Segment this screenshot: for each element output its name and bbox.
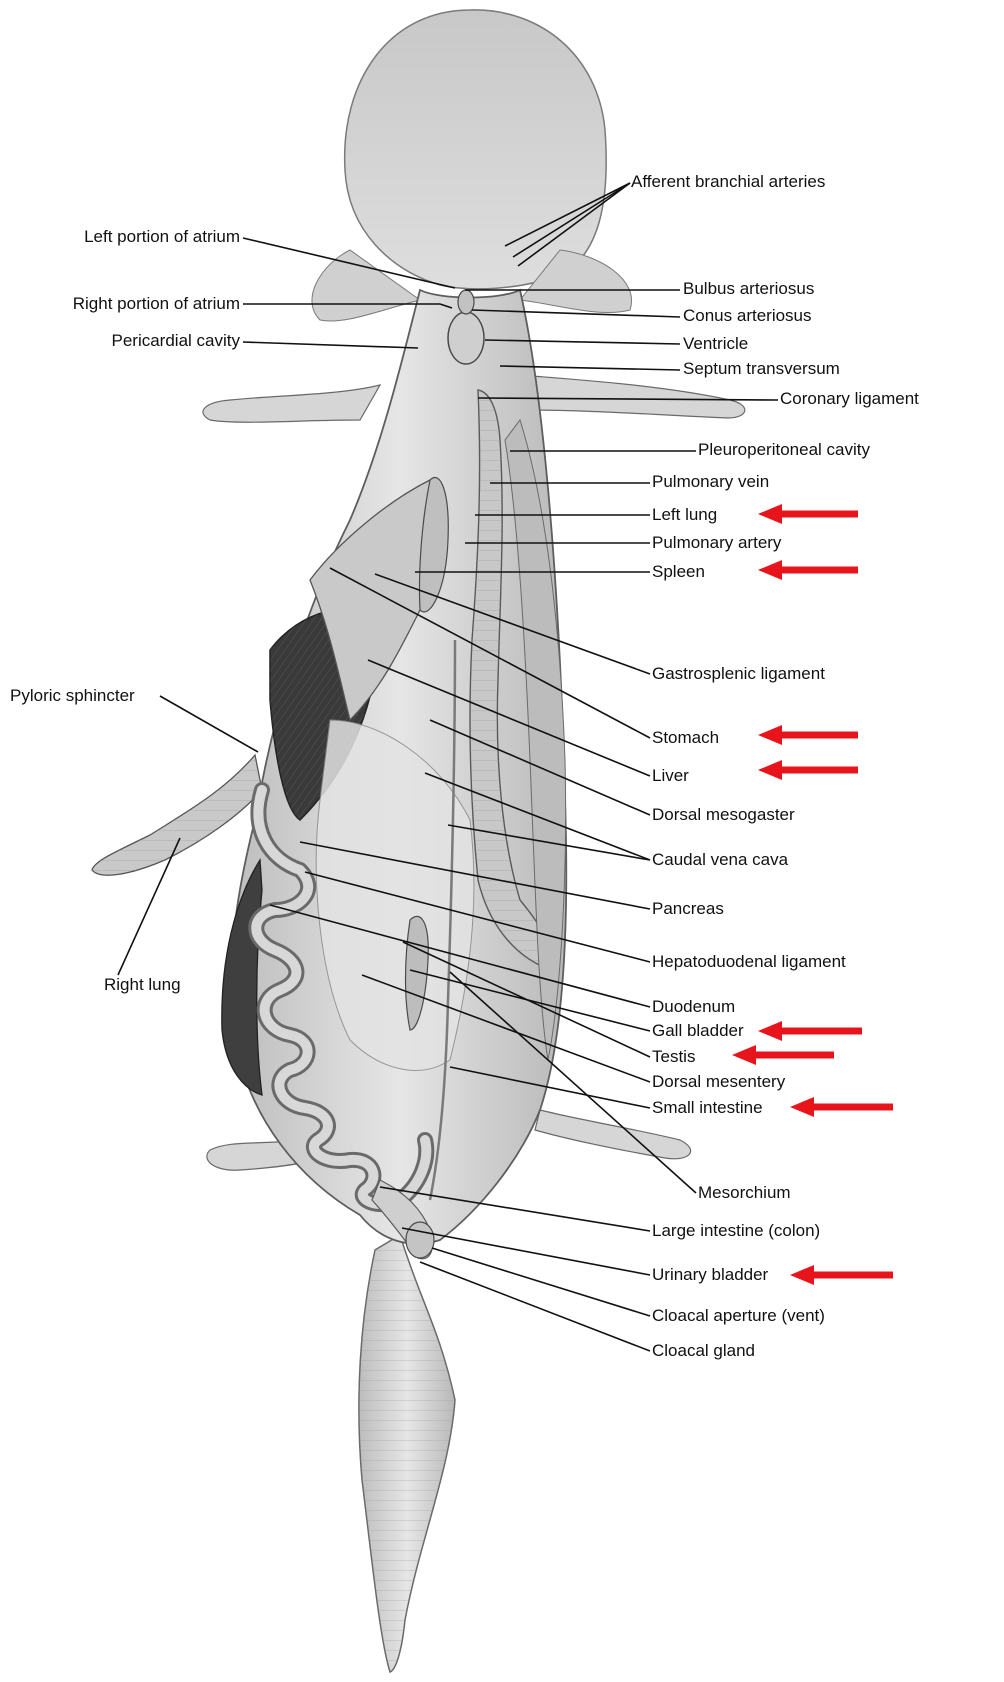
leader-cloacal-aperture xyxy=(432,1248,650,1316)
bulbus-shape xyxy=(458,290,474,314)
head xyxy=(345,10,607,289)
label-pulmonary-artery: Pulmonary artery xyxy=(652,533,781,553)
label-afferent-branchial-arteries: Afferent branchial arteries xyxy=(631,172,825,192)
arrow-head-spleen xyxy=(758,560,782,580)
arrow-head-left-lung xyxy=(758,504,782,524)
label-pyloric-sphincter: Pyloric sphincter xyxy=(10,686,135,706)
label-cloacal-gland: Cloacal gland xyxy=(652,1341,755,1361)
right-fore-limb xyxy=(520,375,745,418)
label-liver: Liver xyxy=(652,766,689,786)
arrow-head-urinary-bladder xyxy=(790,1265,814,1285)
label-dorsal-mesogaster: Dorsal mesogaster xyxy=(652,805,795,825)
highlight-arrows xyxy=(732,504,893,1285)
label-ventricle: Ventricle xyxy=(683,334,748,354)
label-gastrosplenic-ligament: Gastrosplenic ligament xyxy=(652,664,825,684)
right-body-wall-dark xyxy=(222,860,262,1095)
leader-urinary-bladder xyxy=(402,1228,650,1275)
label-pancreas: Pancreas xyxy=(652,899,724,919)
label-caudal-vena-cava: Caudal vena cava xyxy=(652,850,788,870)
label-pleuroperitoneal-cavity: Pleuroperitoneal cavity xyxy=(698,440,870,460)
leader-cloacal-gland xyxy=(420,1262,650,1351)
label-spleen: Spleen xyxy=(652,562,705,582)
label-gall-bladder: Gall bladder xyxy=(652,1021,744,1041)
cloacal-gland-shape xyxy=(406,1222,434,1258)
arrow-head-stomach xyxy=(758,725,782,745)
label-mesorchium: Mesorchium xyxy=(698,1183,791,1203)
label-large-intestine: Large intestine (colon) xyxy=(652,1221,820,1241)
leader-pyloric-sphincter xyxy=(160,696,258,752)
left-fore-limb xyxy=(203,385,380,422)
arrow-head-liver xyxy=(758,760,782,780)
label-pericardial-cavity: Pericardial cavity xyxy=(112,331,241,351)
arrow-head-small-intestine xyxy=(790,1097,814,1117)
arrow-head-testis xyxy=(732,1045,756,1065)
label-pulmonary-vein: Pulmonary vein xyxy=(652,472,769,492)
label-right-lung: Right lung xyxy=(104,975,181,995)
label-small-intestine: Small intestine xyxy=(652,1098,763,1118)
leader-pericardial xyxy=(243,342,418,348)
label-septum-transversum: Septum transversum xyxy=(683,359,840,379)
arrow-head-gall-bladder xyxy=(758,1021,782,1041)
label-left-portion-of-atrium: Left portion of atrium xyxy=(84,227,240,247)
label-bulbus-arteriosus: Bulbus arteriosus xyxy=(683,279,814,299)
label-left-lung: Left lung xyxy=(652,505,717,525)
label-hepatoduodenal-ligament: Hepatoduodenal ligament xyxy=(652,952,846,972)
ventricle-shape xyxy=(448,312,484,364)
label-right-portion-of-atrium: Right portion of atrium xyxy=(73,294,240,314)
label-urinary-bladder: Urinary bladder xyxy=(652,1265,768,1285)
label-duodenum: Duodenum xyxy=(652,997,735,1017)
label-testis: Testis xyxy=(652,1047,695,1067)
label-stomach: Stomach xyxy=(652,728,719,748)
tail-rings xyxy=(359,1235,455,1672)
label-cloacal-aperture: Cloacal aperture (vent) xyxy=(652,1306,825,1326)
label-conus-arteriosus: Conus arteriosus xyxy=(683,306,812,326)
label-dorsal-mesentery: Dorsal mesentery xyxy=(652,1072,785,1092)
label-coronary-ligament: Coronary ligament xyxy=(780,389,919,409)
